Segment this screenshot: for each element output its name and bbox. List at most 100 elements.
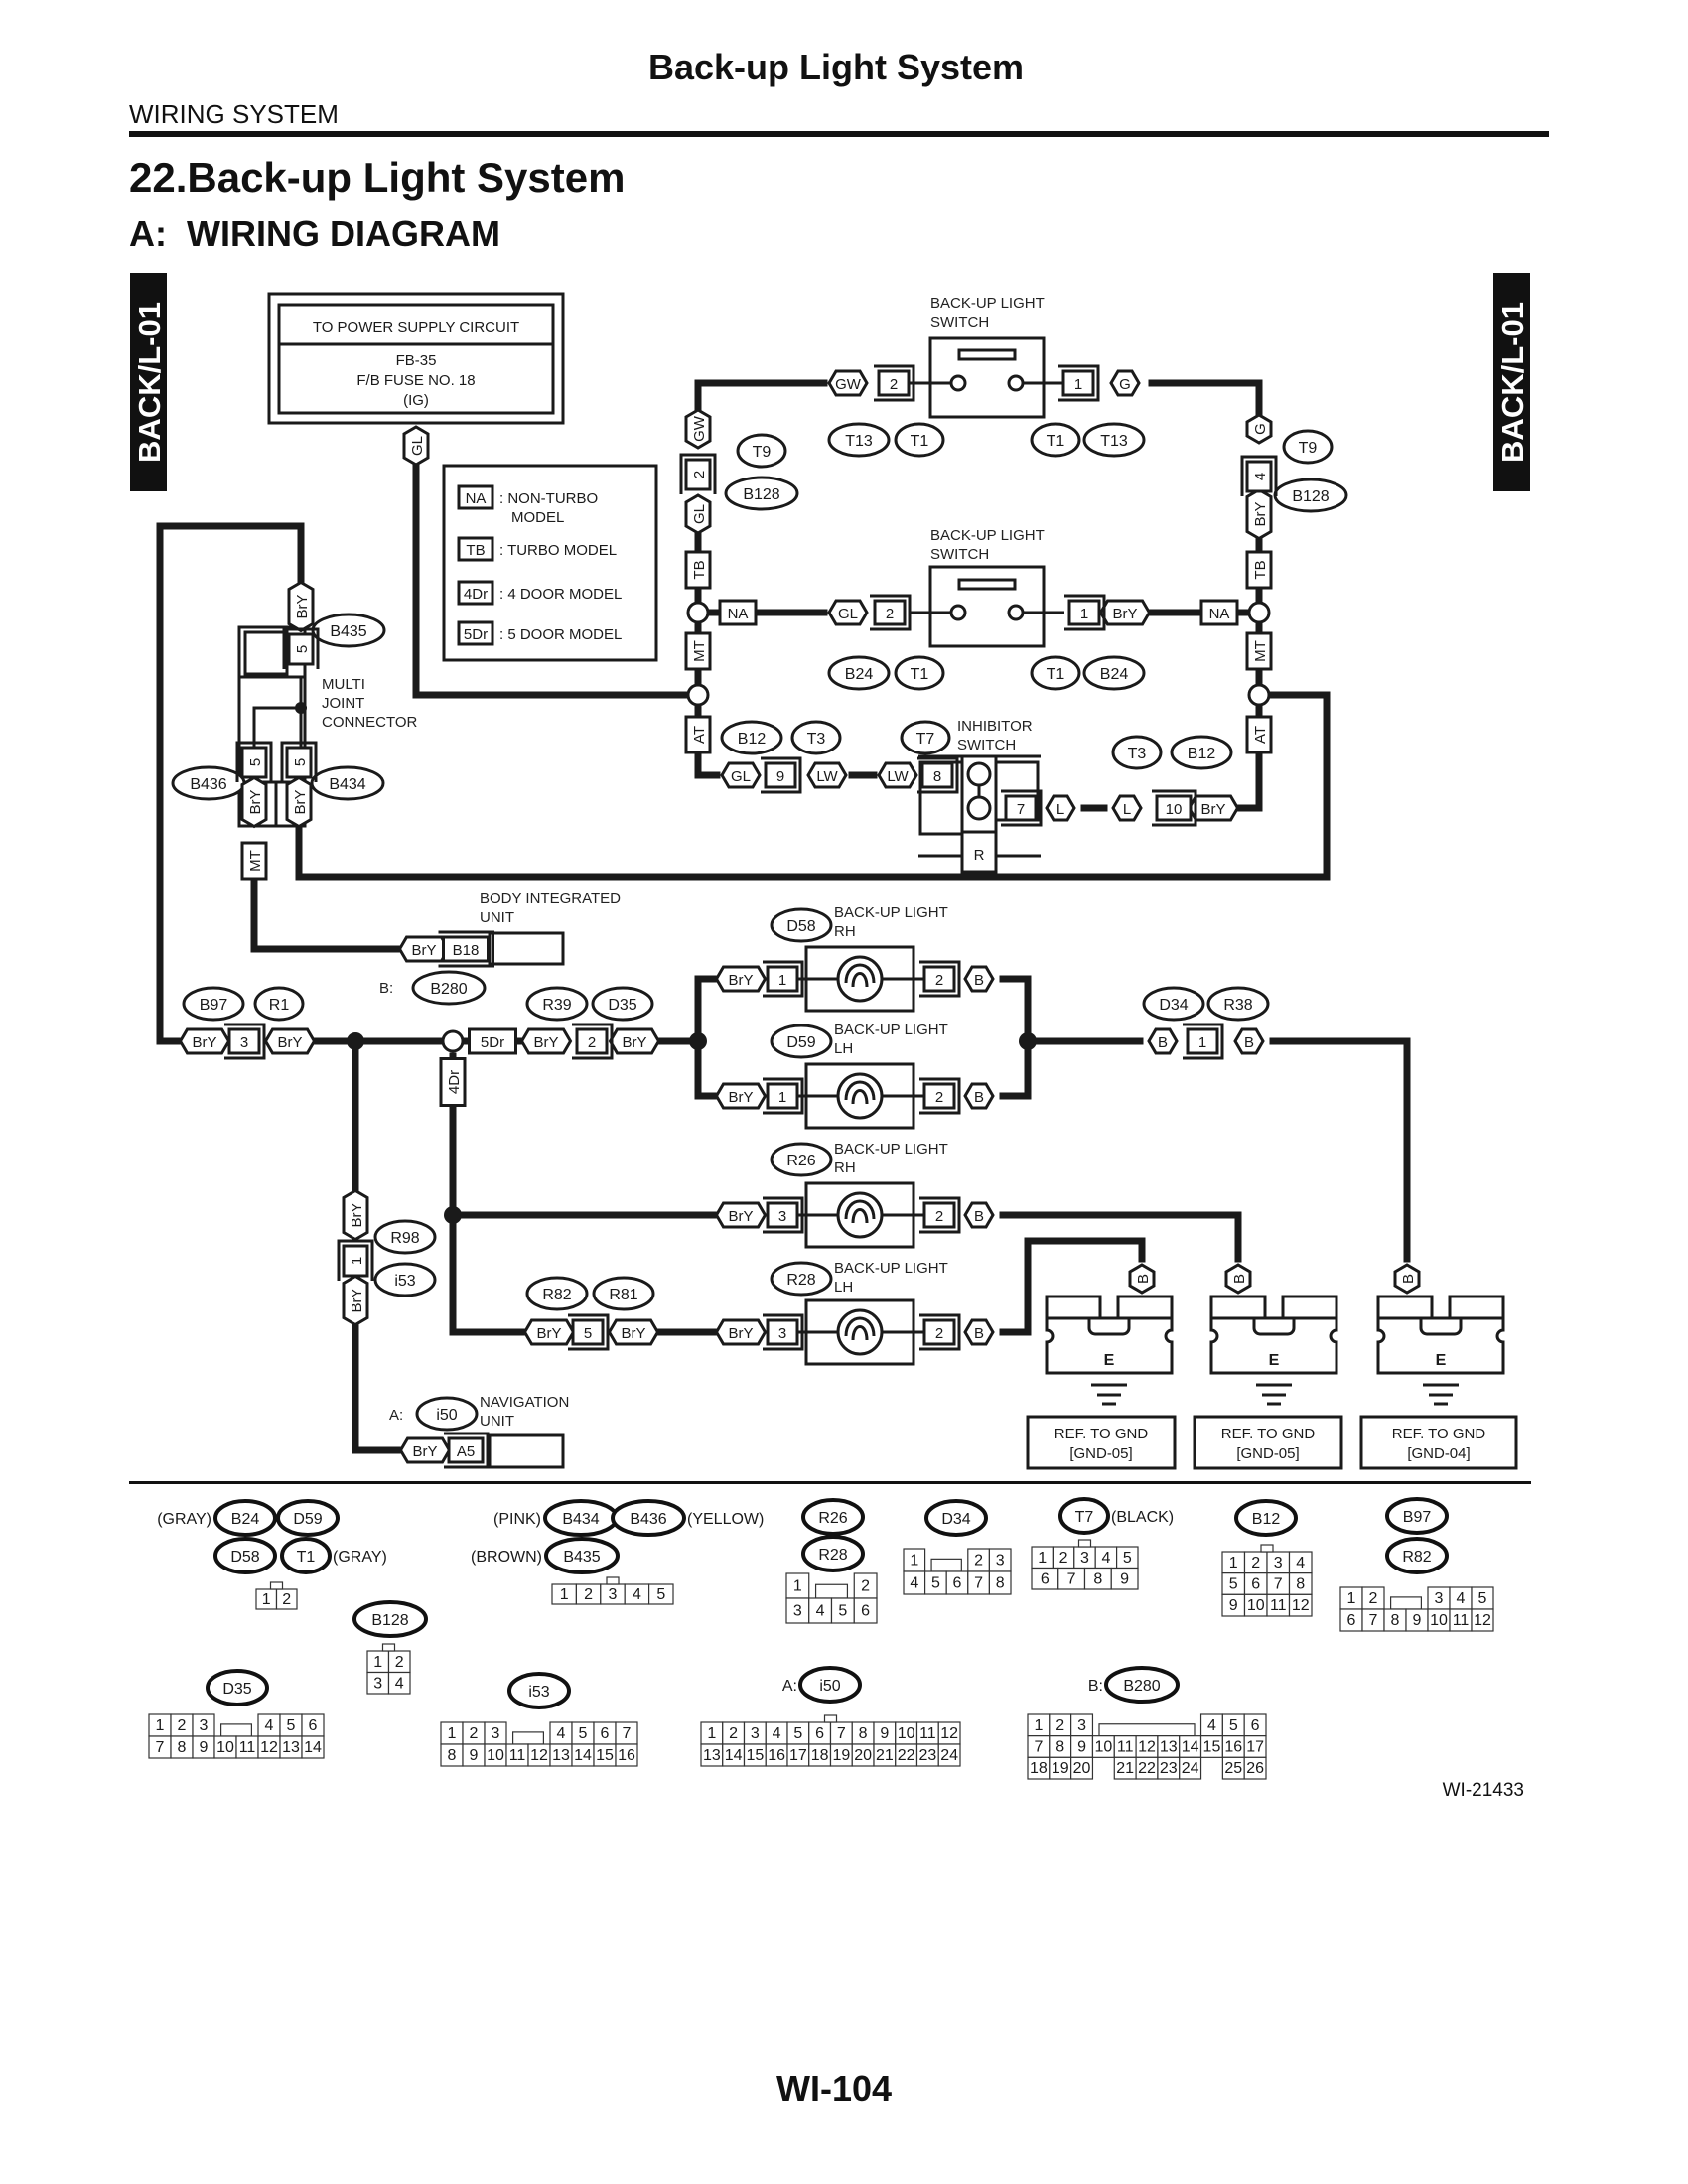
- connector-view-id: T7: [1075, 1509, 1094, 1526]
- legend-code-4dr: 4Dr: [464, 586, 488, 603]
- connector-view-id-oval: [1385, 1497, 1449, 1535]
- wire-color-label: BrY: [412, 1443, 437, 1460]
- connector-id-label: T1: [911, 433, 929, 450]
- pin-number-box: 1: [763, 960, 804, 998]
- backup-light-rh-label: BACK-UP LIGHT: [834, 904, 948, 921]
- connector-id-b436: B436: [171, 765, 246, 801]
- wire-nav-branch: [352, 1037, 406, 1454]
- pin-number: 2: [935, 972, 943, 989]
- wire-color-tag: BrY: [342, 1274, 369, 1327]
- connector-id-label: R26: [786, 1153, 815, 1169]
- backup-light-bulb: [797, 1181, 923, 1249]
- connector-pin-number: 1: [156, 1717, 165, 1734]
- wire-color-tag: BrY: [607, 1318, 660, 1346]
- wire-color-tag: BrY: [240, 775, 268, 829]
- option-tag-label: NA: [1209, 606, 1230, 622]
- inhibitor-switch-label: INHIBITOR: [957, 718, 1033, 735]
- connector-pin-number: 8: [178, 1739, 187, 1756]
- pin-number: 5: [247, 758, 264, 766]
- pin-number: 5: [292, 758, 309, 766]
- connector-pin-number: 11: [1270, 1597, 1287, 1614]
- harness-prefix-b: B:: [379, 980, 393, 997]
- wire-color-label: B: [1400, 1274, 1417, 1284]
- connector-id-label: B128: [743, 486, 779, 503]
- connector-pin-number: 7: [1034, 1739, 1043, 1756]
- connector-pin-number: 1: [262, 1591, 271, 1608]
- connector-id-label: R39: [542, 997, 571, 1014]
- connector-pin-number: 1: [910, 1553, 918, 1570]
- connector-id-label: T3: [807, 731, 826, 748]
- pin-number-box: 3: [763, 1196, 804, 1234]
- section-label: WIRING SYSTEM: [129, 99, 339, 129]
- connector-id-label: T9: [753, 444, 772, 461]
- connector-id-label: T9: [1299, 440, 1318, 457]
- connector-id-b128: B128: [724, 476, 799, 511]
- connector-pin-number: 5: [287, 1717, 296, 1734]
- pin-number: 9: [776, 768, 784, 785]
- connector-pin-number: 1: [1034, 1717, 1043, 1734]
- wire-ground-1: [999, 1237, 1146, 1336]
- junction-dot: [444, 1206, 462, 1224]
- legend-text-5dr: : 5 DOOR MODEL: [499, 626, 622, 643]
- connector-view-id-oval: [1234, 1499, 1298, 1537]
- wire-color-tag: L: [1045, 794, 1076, 822]
- connector-id-label: B97: [200, 997, 228, 1014]
- connector-lock-key: [220, 1723, 253, 1737]
- connector-view-id: D35: [222, 1681, 251, 1698]
- wire-power-feed: [412, 458, 702, 699]
- connector-id-r81: R81: [592, 1276, 655, 1311]
- option-tag-at: AT: [684, 715, 712, 754]
- connector-pin-cell: [1471, 1608, 1494, 1632]
- navigation-unit-box: [488, 1433, 565, 1469]
- option-tag-label: 4Dr: [446, 1070, 463, 1094]
- wire-color-tag: B: [963, 1082, 995, 1110]
- junction-dot: [1019, 1032, 1037, 1050]
- connector-lock-key: [269, 1581, 284, 1590]
- wire-top-left: [694, 379, 828, 421]
- connector-color-note: (BLACK): [1111, 1509, 1174, 1526]
- connector-pin-number: 6: [1041, 1570, 1050, 1587]
- wire-color-label: LW: [887, 768, 909, 785]
- wire-color-tag: BrY: [398, 1436, 452, 1464]
- connector-pin-number: 22: [1138, 1760, 1156, 1777]
- connector-id-label: B435: [330, 623, 366, 640]
- wire-color-tag: LW: [877, 761, 918, 789]
- connector-id-b12: B12: [1170, 735, 1233, 770]
- pin-number-box: 3: [763, 1313, 804, 1351]
- wire-color-label: B: [1158, 1034, 1168, 1051]
- connector-view-id: B97: [1403, 1509, 1432, 1526]
- connector-pin-number: 1: [793, 1578, 802, 1595]
- connector-pin-cell: [387, 1671, 411, 1695]
- option-tag-tb: TB: [684, 550, 712, 590]
- connector-view-id-oval: [801, 1535, 865, 1572]
- pin-number-box: 2: [874, 364, 915, 402]
- connector-id-label: T13: [845, 433, 873, 450]
- connector-id-d58: D58: [770, 907, 833, 943]
- wire-color-tag: BrY: [263, 1027, 317, 1055]
- wire-color-tag: GW: [827, 369, 869, 397]
- side-tab-right: BACK/L-01: [1493, 273, 1530, 491]
- connector-pin-number: 1: [1347, 1590, 1356, 1607]
- pin-number-box: 5: [280, 741, 318, 782]
- pin-number: 2: [935, 1089, 943, 1106]
- connector-id-t13: T13: [827, 422, 891, 458]
- wire-color-tag: L: [1111, 794, 1143, 822]
- connector-view-id-oval: [924, 1499, 988, 1537]
- connector-pin-number: 12: [1474, 1612, 1491, 1629]
- wire-color-tag: BrY: [714, 965, 768, 993]
- connector-lock-key: [823, 1714, 838, 1723]
- switch-terminal: [1007, 374, 1025, 392]
- connector-id-t1: T1: [1030, 655, 1081, 691]
- connector-id-label: R1: [269, 997, 290, 1014]
- pin-number: 3: [240, 1034, 248, 1051]
- connector-id-label: B12: [738, 731, 767, 748]
- connector-id-t9: T9: [736, 433, 787, 469]
- connector-id-label: B12: [1188, 746, 1216, 762]
- switch-terminal: [949, 374, 967, 392]
- wire-color-label: L: [1123, 801, 1131, 818]
